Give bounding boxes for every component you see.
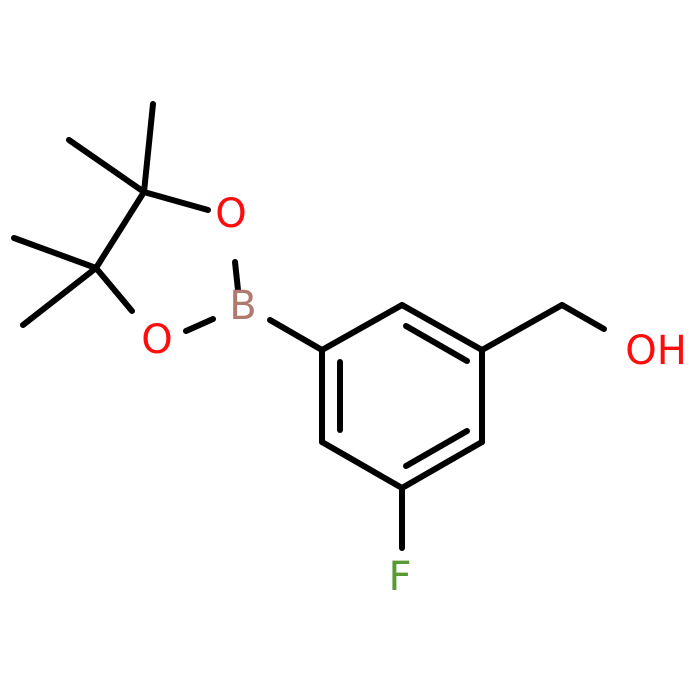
- ring-double-bond-inner-1: [403, 323, 470, 364]
- ring-bond-c1-c2: [399, 302, 485, 353]
- methyl-upper-right: [141, 101, 156, 195]
- bond-o1-c-upper: [141, 189, 211, 213]
- bond-ring-ch2: [479, 302, 565, 353]
- ring-bond-c6-c1: [319, 302, 405, 353]
- bond-boron-o2: [183, 316, 216, 334]
- oxygen-lower-label: O: [141, 317, 172, 363]
- ring-bond-c4-c5: [319, 439, 405, 491]
- bond-c-upper-c-lower: [93, 189, 147, 271]
- boron-label: B: [229, 283, 256, 329]
- methyl-lower-left: [11, 235, 99, 271]
- bond-ch2-oh: [559, 302, 607, 332]
- ring-bond-c3-c4: [399, 439, 485, 491]
- fluorine-label: F: [388, 554, 411, 600]
- bond-boron-o1: [232, 259, 241, 293]
- bond-ring-boron: [267, 317, 325, 353]
- hydroxyl-label: OH: [625, 328, 687, 374]
- bond-o2-c-lower: [93, 265, 135, 314]
- methyl-lower-down: [20, 265, 99, 328]
- ring-double-bond-inner-2: [403, 428, 470, 469]
- oxygen-upper-label: O: [215, 191, 246, 237]
- methyl-upper-left: [66, 137, 147, 195]
